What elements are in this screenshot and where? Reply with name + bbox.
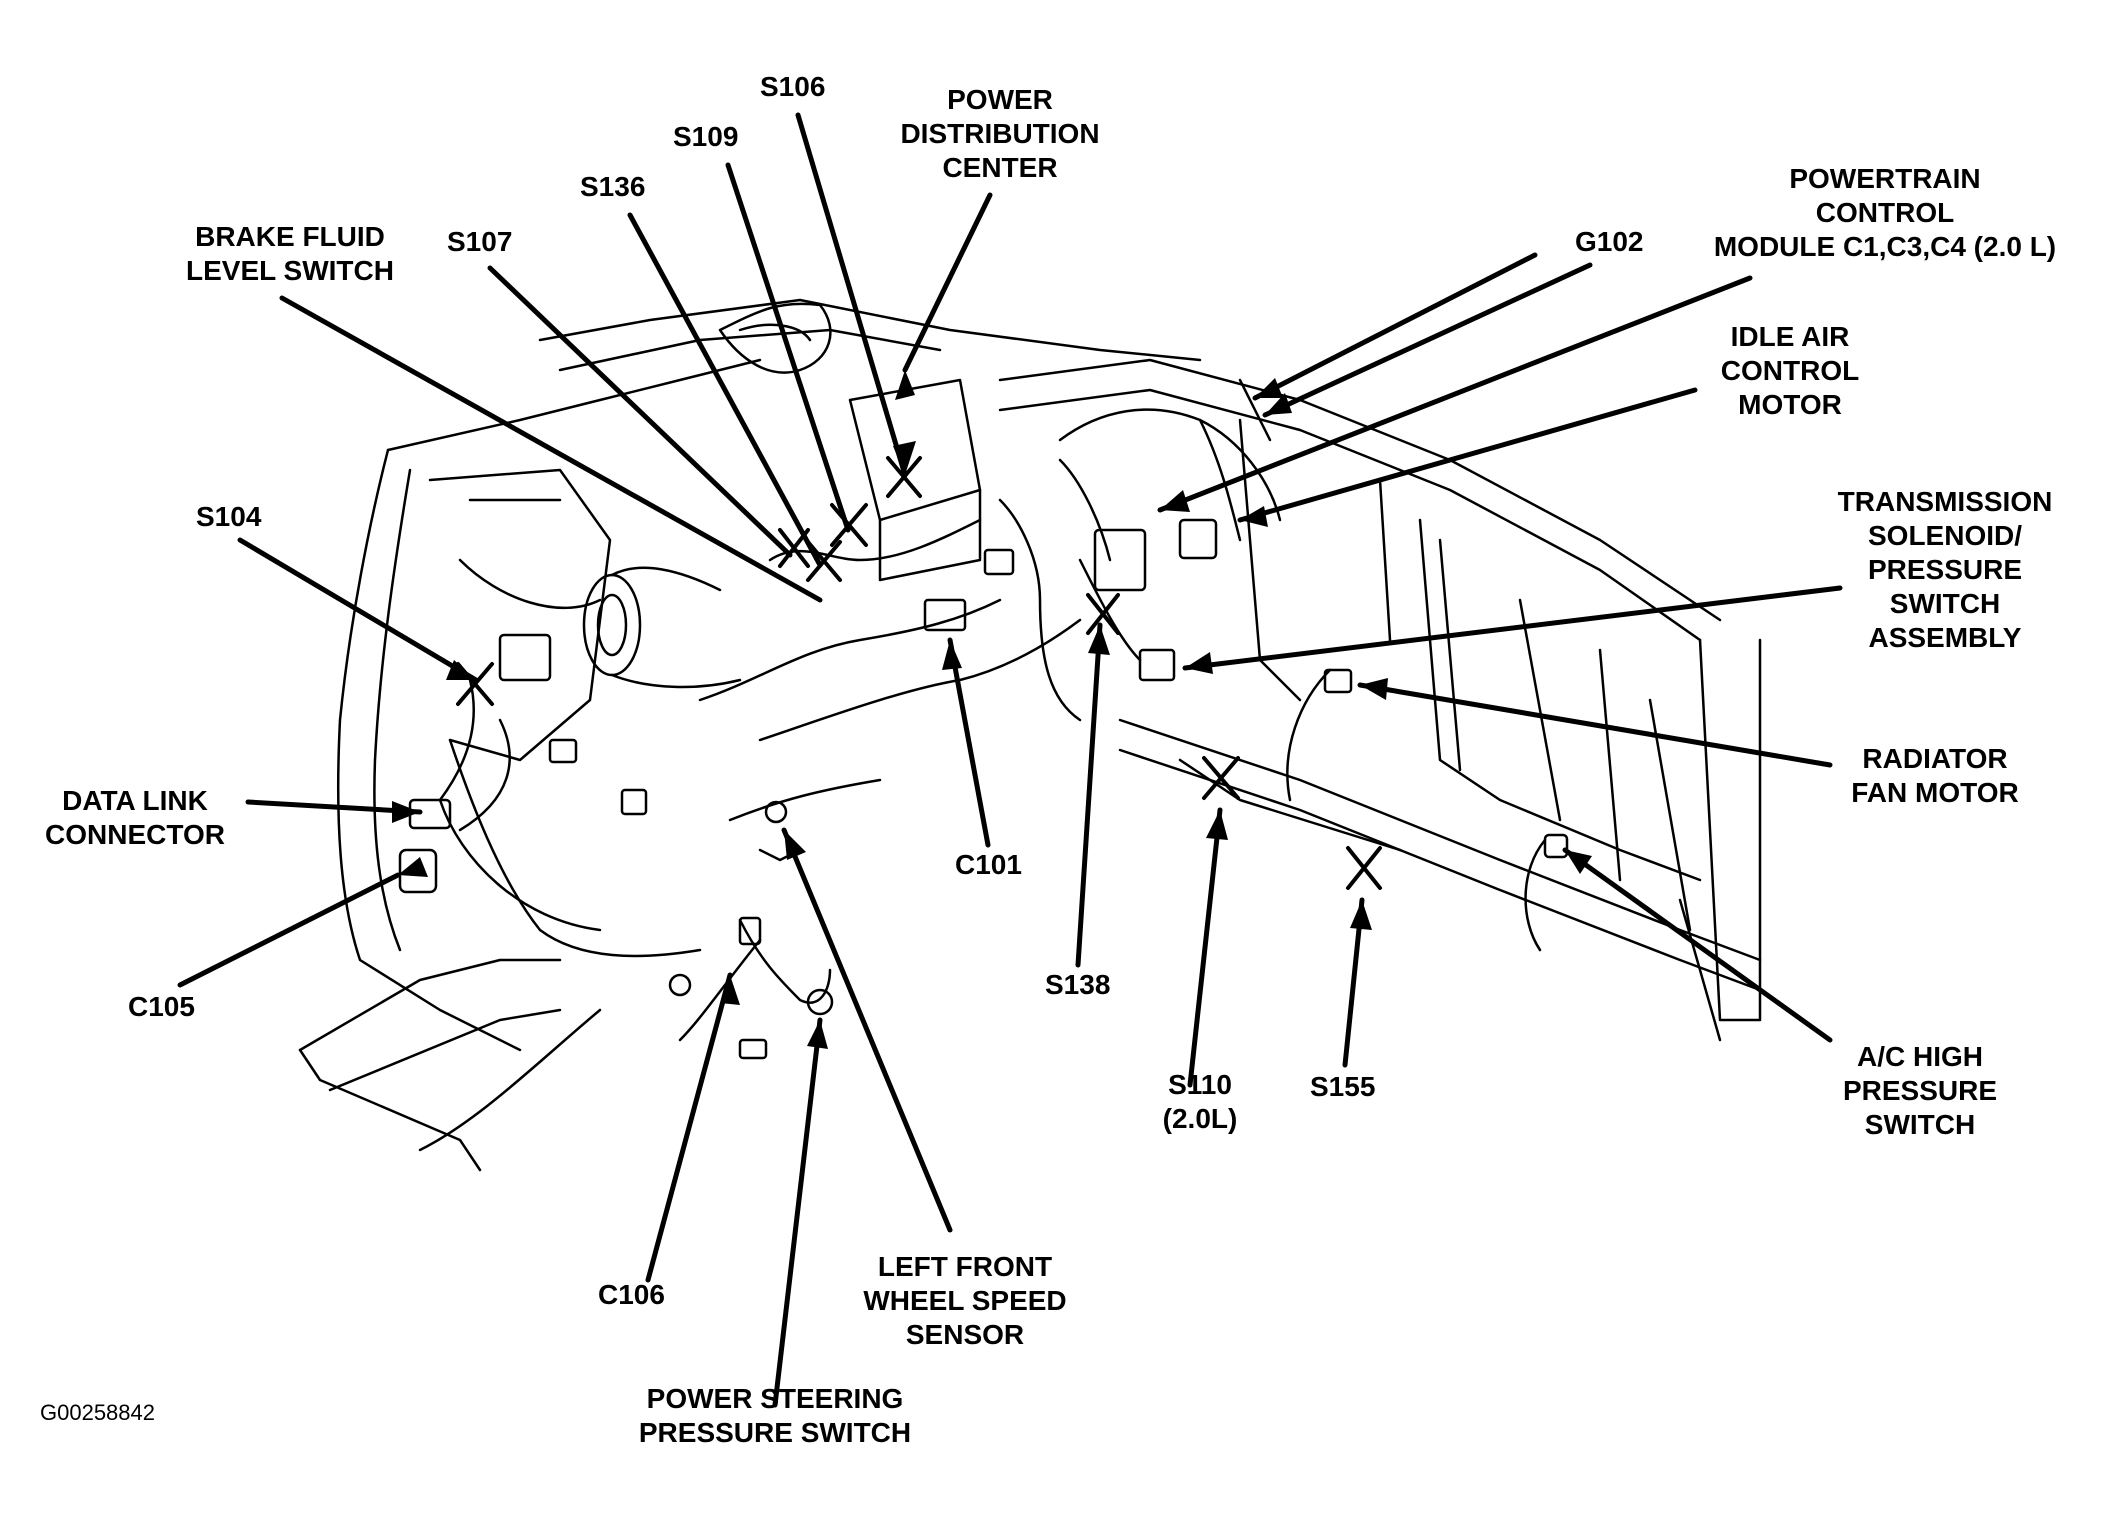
label-left-front-wheel-speed-sensor: LEFT FRONT WHEEL SPEED SENSOR bbox=[863, 1251, 1067, 1350]
label-brake-fluid-level-switch: BRAKE FLUID LEVEL SWITCH bbox=[186, 221, 394, 286]
label-s109: S109 bbox=[673, 121, 739, 152]
label-radiator-fan-motor: RADIATOR FAN MOTOR bbox=[1851, 743, 2019, 808]
label-ac-high-pressure-switch: A/C HIGH PRESSURE SWITCH bbox=[1842, 1041, 1998, 1140]
label-s138: S138 bbox=[1045, 969, 1111, 1000]
label-data-link-connector: DATA LINK CONNECTOR bbox=[45, 785, 225, 850]
label-s107: S107 bbox=[447, 226, 513, 257]
label-c105: C105 bbox=[128, 991, 195, 1022]
label-power-steering-pressure-switch: POWER STEERING PRESSURE SWITCH bbox=[638, 1383, 912, 1448]
label-s110: S110 (2.0L) bbox=[1162, 1069, 1238, 1134]
label-c106: C106 bbox=[598, 1279, 665, 1310]
label-s104: S104 bbox=[196, 501, 262, 532]
label-s106: S106 bbox=[760, 71, 826, 102]
label-s155: S155 bbox=[1310, 1071, 1376, 1102]
label-powertrain-control-module: POWERTRAIN CONTROL MODULE C1,C3,C4 (2.0 … bbox=[1713, 163, 2057, 262]
label-power-distribution-center: POWER DISTRIBUTION CENTER bbox=[900, 84, 1100, 183]
label-s136: S136 bbox=[580, 171, 646, 202]
label-transmission-solenoid: TRANSMISSION SOLENOID/ PRESSURE SWITCH A… bbox=[1837, 486, 2053, 653]
label-idle-air-control-motor: IDLE AIR CONTROL MOTOR bbox=[1720, 321, 1860, 420]
label-g102: G102 bbox=[1575, 226, 1644, 257]
figure-id: G00258842 bbox=[40, 1400, 155, 1425]
label-c101: C101 bbox=[955, 849, 1022, 880]
